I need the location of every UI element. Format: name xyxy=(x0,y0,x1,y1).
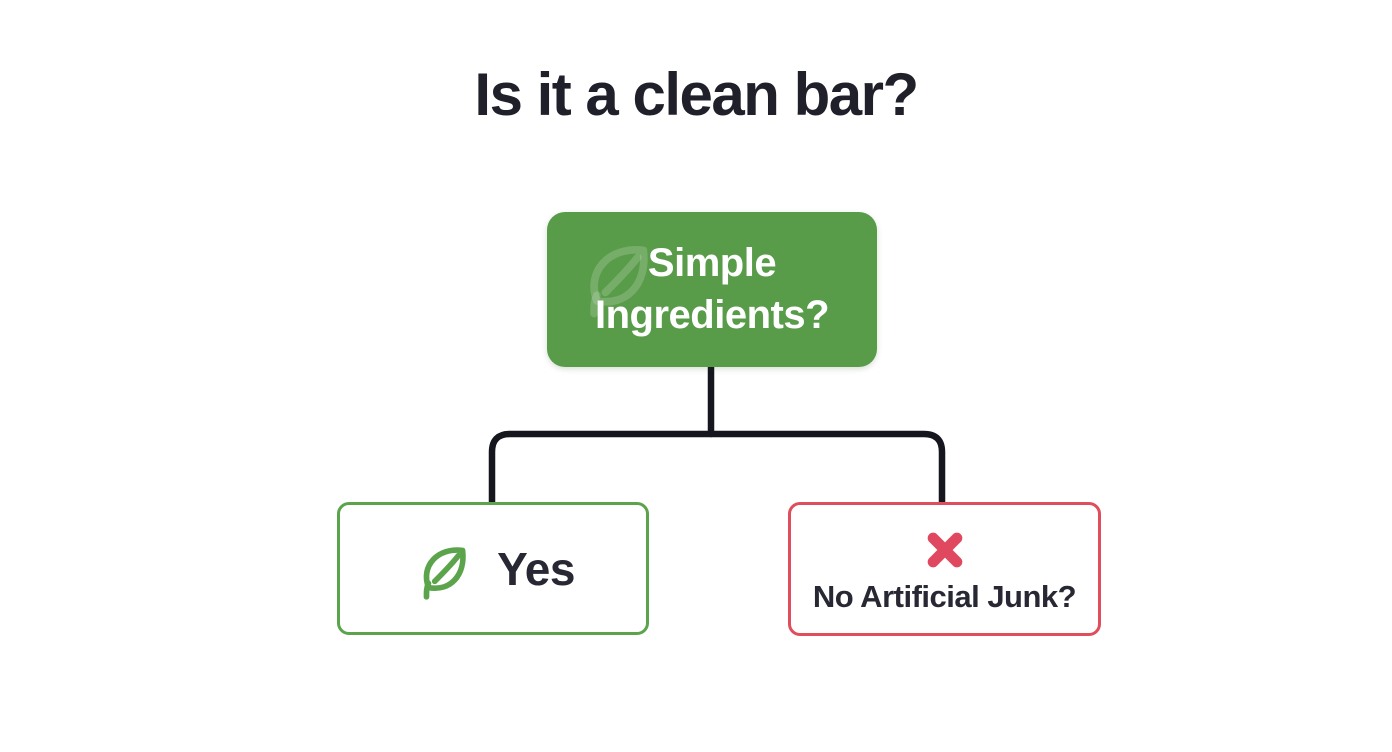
outcome-node-yes-label: Yes xyxy=(497,542,575,595)
connector-branch xyxy=(488,430,946,508)
outcome-node-no-artificial-junk: No Artificial Junk? xyxy=(788,502,1101,636)
leaf-icon xyxy=(411,537,477,603)
decision-node-simple-ingredients: Simple Ingredients? xyxy=(547,212,877,367)
page-title: Is it a clean bar? xyxy=(474,61,919,128)
x-mark-icon xyxy=(924,529,966,571)
decision-node-label: Simple Ingredients? xyxy=(594,241,830,337)
outcome-node-yes: Yes xyxy=(337,502,649,635)
outcome-node-no-label: No Artificial Junk? xyxy=(812,579,1077,614)
